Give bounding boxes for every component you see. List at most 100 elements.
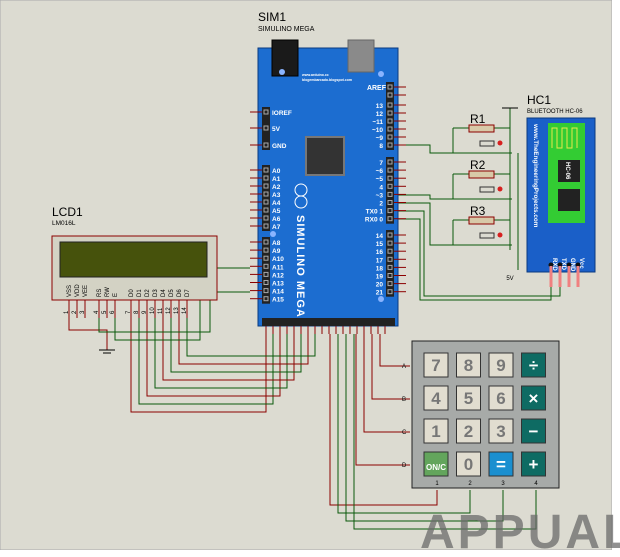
wire	[363, 334, 410, 433]
pin	[263, 263, 269, 269]
key-face	[521, 352, 546, 378]
key-face	[456, 385, 481, 411]
power-label: 5V	[506, 276, 513, 282]
pin	[387, 248, 393, 254]
pin	[263, 175, 269, 181]
bluetooth-module[interactable]: HC1 BLUETOOTH HC-06 HC-06 www.TheEnginee…	[526, 93, 596, 287]
pin-label: A12	[272, 272, 284, 279]
mount-hole	[279, 69, 285, 75]
lcd-pin-number: 4	[94, 310, 100, 314]
lcd-pin-number: 12	[166, 307, 172, 314]
wire	[154, 318, 288, 389]
lcd-pin-name: D1	[137, 289, 143, 297]
key-ON/C[interactable]: ON/C	[423, 451, 449, 477]
wire	[353, 334, 537, 530]
wire	[162, 318, 295, 381]
key-2[interactable]: 2	[456, 418, 481, 444]
lcd-pin-name: VEE	[83, 285, 89, 297]
pin-label: TX0 1	[366, 209, 384, 216]
key-8[interactable]: 8	[456, 352, 481, 378]
pin-label: 13	[376, 103, 384, 110]
bt-chip-2	[558, 189, 580, 211]
key-label: ÷	[529, 356, 538, 375]
key-face	[488, 418, 514, 444]
wire	[170, 318, 302, 373]
pin	[387, 118, 393, 124]
pin-header	[262, 237, 270, 304]
push-button-icon[interactable]	[479, 186, 495, 193]
pin-label: ~11	[372, 119, 383, 126]
key-label: 3	[496, 422, 505, 441]
key-=[interactable]: =	[488, 451, 514, 477]
key-+[interactable]: +	[521, 451, 546, 477]
key-face	[521, 418, 546, 444]
key-−[interactable]: −	[521, 418, 546, 444]
key-1[interactable]: 1	[423, 418, 449, 444]
key-7[interactable]: 7	[423, 352, 449, 378]
arduino-mega[interactable]: SIM1 SIMULINO MEGA www.arduino.cc blogem…	[250, 10, 406, 334]
push-button-icon[interactable]	[479, 140, 495, 147]
key-6[interactable]: 6	[488, 385, 514, 411]
pin	[263, 183, 269, 189]
pin	[263, 191, 269, 197]
pin-label: A8	[272, 240, 281, 247]
push-button-icon[interactable]	[479, 232, 495, 239]
key-label: 5	[464, 389, 473, 408]
board-logo-text: SIMULINO MEGA	[294, 215, 306, 318]
pin-label: ~6	[376, 168, 384, 175]
lcd-pin-number: 13	[174, 307, 180, 314]
pin	[263, 142, 269, 148]
pin-header	[386, 82, 394, 100]
pin-label: A0	[272, 168, 281, 175]
pin	[387, 264, 393, 270]
sheet-edge	[612, 0, 620, 557]
lcd-pin-name: D5	[169, 289, 175, 297]
bt-pin-label: GND	[569, 258, 575, 272]
usb-port-icon	[347, 39, 375, 73]
wire	[130, 318, 267, 413]
lcd-module[interactable]: LCD1 LM016L VSS1VDD2VEE3RS4RW5E6D07D18D2…	[51, 205, 218, 318]
pin	[387, 232, 393, 238]
pin-header	[262, 165, 270, 231]
wire	[98, 267, 250, 333]
pin	[263, 288, 269, 294]
lcd-pin-name: E	[113, 293, 119, 297]
pin-label: ~3	[376, 192, 384, 199]
lcd-pin-number: 6	[110, 310, 116, 314]
lcd-pin-name: D3	[153, 289, 159, 297]
wire	[178, 318, 309, 365]
key-3[interactable]: 3	[488, 418, 514, 444]
pin-label: A10	[272, 256, 284, 263]
pin-label: 7	[379, 160, 383, 167]
wire	[398, 210, 561, 297]
resistor-icon	[468, 216, 495, 225]
lcd-pin-name: D0	[129, 289, 135, 297]
key-×[interactable]: ×	[521, 385, 546, 411]
lcd-pin-name: RS	[97, 289, 103, 297]
key-4[interactable]: 4	[423, 385, 449, 411]
key-÷[interactable]: ÷	[521, 352, 546, 378]
lcd-pin-number: 9	[142, 310, 148, 314]
key-9[interactable]: 9	[488, 352, 514, 378]
key-0[interactable]: 0	[456, 451, 481, 477]
wire	[345, 334, 504, 522]
pin	[387, 200, 393, 205]
pin-label: 20	[376, 282, 384, 289]
mount-hole	[378, 296, 384, 302]
pin	[263, 207, 269, 213]
pin-label: A11	[272, 264, 284, 271]
pin	[387, 134, 393, 140]
bt-pin-label: TXD	[560, 258, 566, 271]
key-face	[456, 352, 481, 378]
sheet-edge-bottom	[0, 550, 620, 557]
key-label: ON/C	[426, 463, 446, 472]
keypad-row-label: A	[402, 364, 406, 370]
wire	[379, 334, 410, 367]
pin	[387, 281, 393, 287]
pin-label: 19	[376, 274, 384, 281]
pin	[387, 183, 393, 189]
pin-header	[386, 157, 394, 224]
key-5[interactable]: 5	[456, 385, 481, 411]
